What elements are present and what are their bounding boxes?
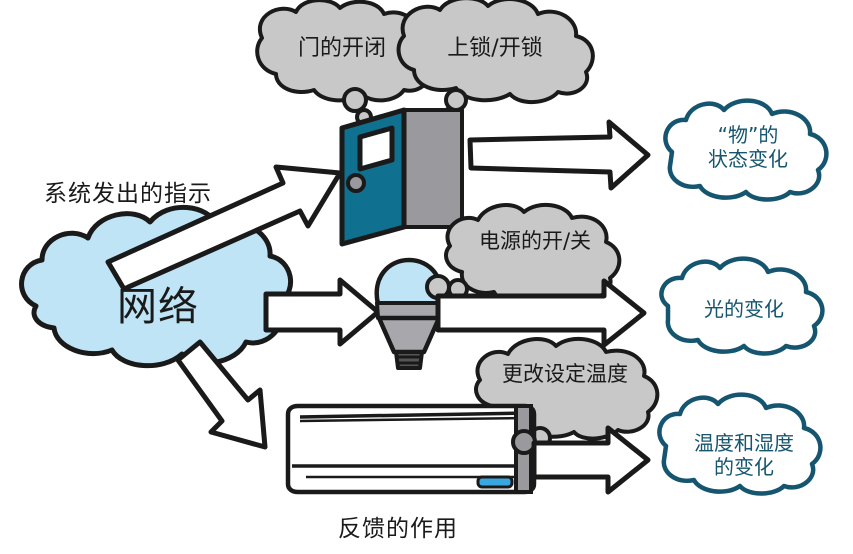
thought-bubble-power-on-off bbox=[444, 202, 622, 307]
result-cloud-thing-state-change-label: “物”的 状态变化 bbox=[708, 123, 788, 171]
result-cloud-light-change-label: 光的变化 bbox=[704, 297, 784, 321]
result-cloud-temp-humidity-change-label: 温度和湿度 的变化 bbox=[694, 431, 794, 479]
arrow-network-to-light bbox=[263, 277, 381, 347]
result-cloud-light-change bbox=[659, 256, 825, 356]
system-instruction-label: 系统发出的指示 bbox=[44, 181, 212, 207]
thought-bubble-power-on-off-label: 电源的开/关 bbox=[478, 229, 592, 253]
feedback-role-label: 反馈的作用 bbox=[338, 516, 458, 542]
arrow-aircon-to-result bbox=[531, 425, 651, 495]
arrow-network-to-door bbox=[105, 164, 343, 292]
result-cloud-thing-state-change bbox=[663, 98, 829, 202]
arrow-light-to-result bbox=[435, 278, 647, 348]
thought-bubble-change-set-temperature-label: 更改设定温度 bbox=[502, 362, 628, 386]
thought-bubble-door-lock-unlock-label: 上锁/开锁 bbox=[447, 36, 543, 61]
lightbulb-icon bbox=[374, 257, 451, 370]
air-conditioner-icon bbox=[285, 403, 537, 495]
result-cloud-temp-humidity-change bbox=[657, 392, 823, 496]
thought-bubble-door-open-close-label: 门的开闭 bbox=[297, 36, 386, 61]
network-cloud-label: 网络 bbox=[117, 284, 199, 330]
arrow-network-to-aircon bbox=[175, 339, 268, 450]
door-icon bbox=[339, 107, 464, 247]
arrow-door-to-result bbox=[467, 119, 651, 191]
